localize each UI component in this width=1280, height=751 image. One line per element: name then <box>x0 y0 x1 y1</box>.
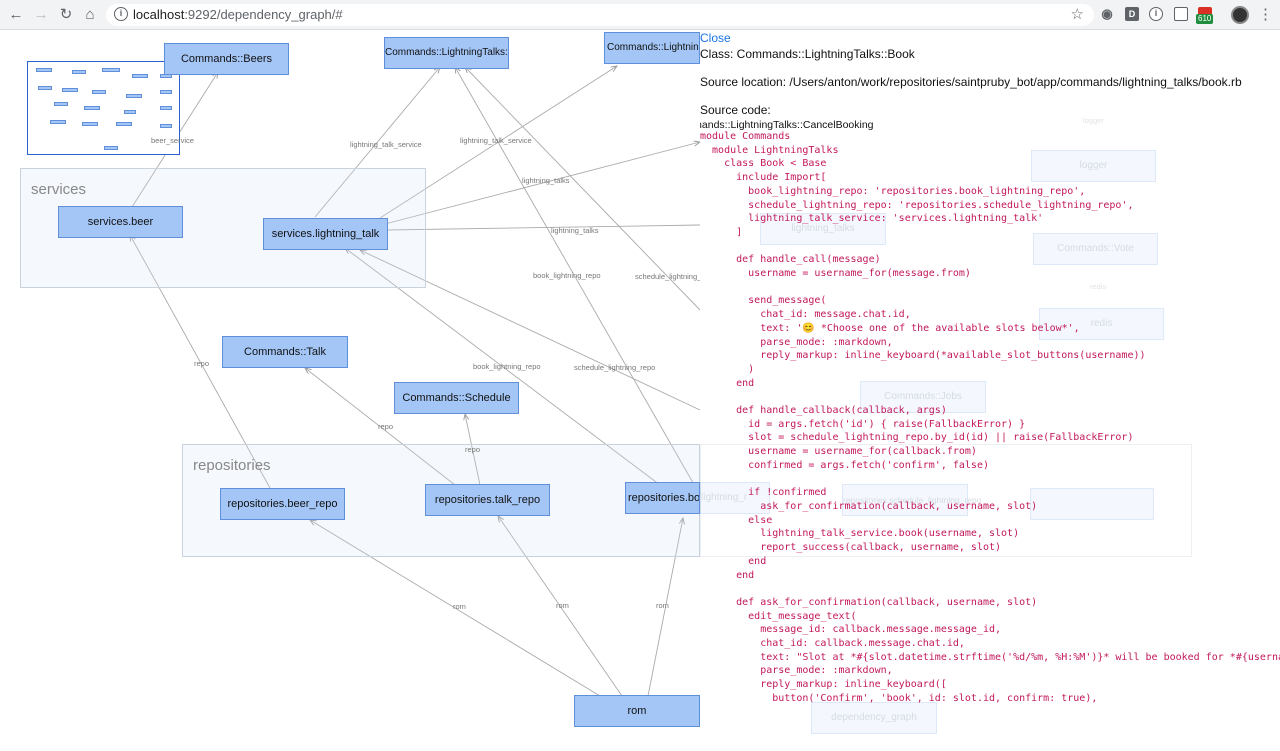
ghost-node-lightning-talks: lightning_talks <box>760 213 886 245</box>
ghost-node-lightning-repo: lightning_r <box>700 482 770 514</box>
minimap-node <box>126 94 142 98</box>
ghost-node-schedule-repo: repositories.schedule_lightning_repo <box>842 484 981 516</box>
edge <box>498 516 623 697</box>
edge-label: rom <box>656 601 669 610</box>
minimap-node <box>50 120 66 124</box>
edge-label: rom <box>556 601 569 610</box>
minimap-node <box>102 68 120 72</box>
ghost-node-dependency-graph: dependency_graph <box>811 702 937 734</box>
node-rom[interactable]: rom <box>574 695 700 727</box>
ghost-node-commands-vote: Commands::Vote <box>1033 233 1158 265</box>
minimap-node <box>116 122 132 126</box>
edges-layer <box>0 30 1280 697</box>
edge <box>314 67 440 218</box>
edge-label: repo <box>378 422 394 431</box>
edge-label: repo <box>194 359 210 368</box>
edge-label: lightning_talk_service <box>460 136 532 145</box>
address-bar[interactable]: i localhost:9292/dependency_graph/# ☆ <box>106 4 1094 26</box>
camera-icon[interactable]: ◉ <box>1101 6 1113 21</box>
node-commands-beers[interactable]: Commands::Beers <box>164 43 289 75</box>
ghost-edge-label: logger <box>1083 116 1104 125</box>
extension-d-icon[interactable]: D <box>1125 7 1139 21</box>
minimap-node <box>62 88 78 92</box>
dependency-graph-canvas[interactable]: services repositories Commands::Beers Co… <box>0 30 1280 751</box>
minimap-node <box>84 106 100 110</box>
group-label: services <box>31 181 87 198</box>
site-info-icon[interactable]: i <box>114 7 128 21</box>
close-link[interactable]: Close <box>700 31 731 45</box>
ghost-node-commands-jobs: Commands::Jobs <box>860 381 986 413</box>
node-commands-talk[interactable]: Commands::Talk <box>222 336 348 368</box>
edge-label: rom <box>453 602 466 611</box>
group-label: repositories <box>193 457 271 474</box>
minimap-node <box>54 102 68 106</box>
node-commands-schedule[interactable]: Commands::Schedule <box>394 382 519 414</box>
browser-toolbar: ← → ↻ ⌂ i localhost:9292/dependency_grap… <box>0 0 1280 30</box>
ghost-node-job-repo <box>1030 488 1154 520</box>
edge-label: lightning_talks <box>522 176 570 185</box>
edge <box>647 518 683 697</box>
forward-arrow-icon[interactable]: → <box>33 6 49 23</box>
edge <box>305 368 456 486</box>
ghost-node-logger: logger <box>1031 150 1156 182</box>
source-code-block: module Commands module LightningTalks cl… <box>700 131 1280 704</box>
minimap-node <box>72 70 86 74</box>
reload-icon[interactable]: ↻ <box>59 6 73 23</box>
url-text: localhost:9292/dependency_graph/# <box>133 7 343 22</box>
ghost-edge-label: redis <box>1090 282 1107 291</box>
edge-label: lightning_talk_service <box>350 140 422 149</box>
home-icon[interactable]: ⌂ <box>85 6 95 23</box>
node-repositories-book-lightning-repo[interactable]: repositories.book_l <box>625 482 700 514</box>
node-details-panel: logger logger lightning_talks Commands::… <box>700 30 1280 751</box>
minimap[interactable] <box>27 61 180 155</box>
ghost-node-redis: redis <box>1039 308 1164 340</box>
edge <box>379 66 617 219</box>
minimap-node <box>92 90 106 94</box>
edge <box>130 235 271 489</box>
node-repositories-talk-repo[interactable]: repositories.talk_repo <box>425 484 550 516</box>
minimap-node <box>104 146 118 150</box>
node-commands-cancel-booking[interactable]: Commands::LightningTalks::CancelBooking <box>700 119 874 131</box>
bookmark-star-icon[interactable]: ☆ <box>1070 6 1084 23</box>
minimap-node <box>36 68 52 72</box>
edge-label: book_lightning_repo <box>473 362 541 371</box>
node-services-lightning-talk[interactable]: services.lightning_talk <box>263 218 388 250</box>
edge <box>360 250 701 411</box>
edge <box>455 67 701 496</box>
extension-badge: 610 <box>1196 14 1214 24</box>
ghost-group-repositories <box>700 444 1192 557</box>
minimap-node <box>82 122 98 126</box>
edge <box>310 520 601 697</box>
edge <box>465 67 701 311</box>
edge-label: schedule_lightning_ <box>635 272 702 281</box>
back-arrow-icon[interactable]: ← <box>8 6 24 23</box>
edge-label: schedule_lightning_repo <box>574 363 656 372</box>
node-services-beer[interactable]: services.beer <box>58 206 183 238</box>
minimap-node <box>124 110 136 114</box>
extension-window-icon[interactable] <box>1174 7 1188 21</box>
source-location: Source location: /Users/anton/work/repos… <box>700 75 1242 89</box>
node-commands-lightning-talks-book[interactable]: Commands::LightningTalks::Book <box>384 37 509 69</box>
minimap-node <box>160 106 172 110</box>
profile-avatar[interactable] <box>1231 6 1249 24</box>
menu-dots-icon[interactable]: ⋮ <box>1258 6 1273 23</box>
source-code-label: Source code: <box>700 103 771 117</box>
class-name: Class: Commands::LightningTalks::Book <box>700 47 915 61</box>
minimap-node <box>160 124 172 128</box>
edge <box>387 224 701 231</box>
minimap-node <box>38 86 52 90</box>
edge <box>384 142 700 225</box>
edge-label: book_lightning_repo <box>533 271 601 280</box>
edge-label: beer_service <box>151 136 194 145</box>
edge-label: lightning_talks <box>551 226 599 235</box>
edge-label: repo <box>465 445 481 454</box>
node-commands-lightning-talks[interactable]: Commands::LightningT <box>604 32 700 64</box>
extension-info-icon[interactable]: i <box>1149 7 1163 21</box>
minimap-node <box>132 74 148 78</box>
edge <box>465 414 481 486</box>
minimap-node <box>160 90 172 94</box>
node-repositories-beer-repo[interactable]: repositories.beer_repo <box>220 488 345 520</box>
